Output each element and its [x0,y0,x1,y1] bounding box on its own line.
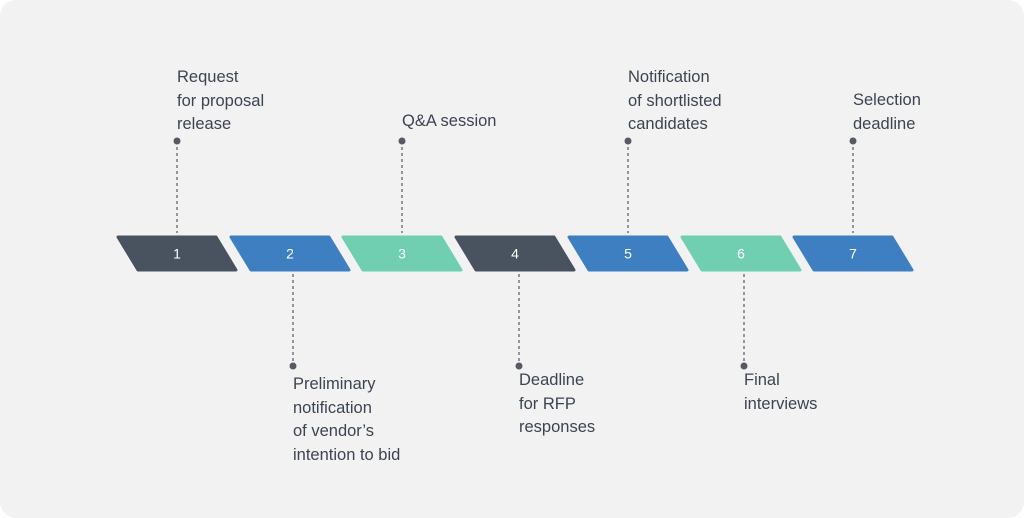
step-3-segment [341,235,463,272]
step-6-label: Final interviews [744,371,818,413]
step-4-connector-dot [515,362,523,370]
connector-layer [173,137,857,370]
step-7-number: 7 [849,246,857,262]
step-4-segment [454,235,576,272]
step-7-connector-dot [849,137,857,145]
step-2-connector-dot [289,362,297,370]
step-2-number: 2 [286,246,294,262]
step-1-label: Request for proposal release [177,68,265,133]
step-3-connector-dot [398,137,406,145]
step-3-label: Q&A session [402,112,497,130]
step-5-number: 5 [624,246,632,262]
step-6-segment [680,235,802,272]
step-3-number: 3 [398,246,406,262]
step-4-label: Deadline for RFP responses [519,371,596,436]
step-6-connector-dot [740,362,748,370]
step-5-connector-dot [624,137,632,145]
step-7-segment [792,235,914,272]
segment-layer: 1 2 3 4 5 6 7 [116,235,914,272]
step-1-connector-dot [173,137,181,145]
step-5-label: Notification of shortlisted candidates [628,68,722,133]
step-6-number: 6 [737,246,745,262]
step-4-number: 4 [511,246,519,262]
step-2-segment [229,235,351,272]
step-1-number: 1 [173,246,181,262]
step-1-segment [116,235,238,272]
step-5-segment [567,235,689,272]
step-2-label: Preliminary notification of vendor’s int… [293,375,401,464]
step-7-label: Selection deadline [853,91,921,133]
